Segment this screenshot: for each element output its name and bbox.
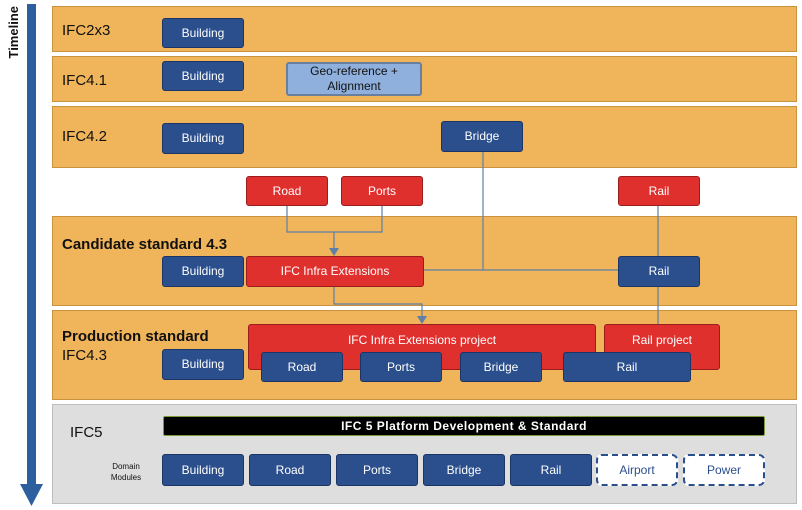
domain-modules-line1: Domain [112,462,140,471]
ifc42-label: IFC4.2 [62,128,108,145]
production-bridge-box: Bridge [460,352,542,382]
production-ports-box: Ports [360,352,442,382]
rail-box-top: Rail [618,176,700,206]
ports-box: Ports [341,176,423,206]
production-ifc43-label: IFC4.3 [62,347,108,364]
candidate-rail-box: Rail [618,256,700,287]
ifc5-platform-bar: IFC 5 Platform Development & Standard [163,416,765,436]
module-road-box: Road [249,454,331,486]
module-rail-box: Rail [510,454,592,486]
ifc41-label: IFC4.1 [62,72,108,89]
module-building-box: Building [162,454,244,486]
module-ports-box: Ports [336,454,418,486]
module-airport-box: Airport [596,454,678,486]
candidate-standard-label: Candidate standard 4.3 [62,236,228,253]
ifc41-building-box: Building [162,61,244,91]
ifc42-building-box: Building [162,123,244,154]
module-power-box: Power [683,454,765,486]
production-standard-label: Production standard [62,328,209,345]
production-rail-box: Rail [563,352,691,382]
ifc2x3-label: IFC2x3 [62,22,111,39]
production-building-box: Building [162,349,244,380]
candidate-building-box: Building [162,256,244,287]
domain-modules-label: Domain Modules [98,461,154,483]
domain-modules-line2: Modules [110,473,142,482]
ifc2x3-building-box: Building [162,18,244,48]
ifc-infra-extensions-box: IFC Infra Extensions [246,256,424,287]
geo-reference-alignment-box: Geo-reference + Alignment [286,62,422,96]
module-bridge-box: Bridge [423,454,505,486]
production-road-box: Road [261,352,343,382]
ifc42-bridge-box: Bridge [441,121,523,152]
ifc5-label: IFC5 [70,424,103,441]
road-box: Road [246,176,328,206]
band-ifc42 [52,106,797,168]
